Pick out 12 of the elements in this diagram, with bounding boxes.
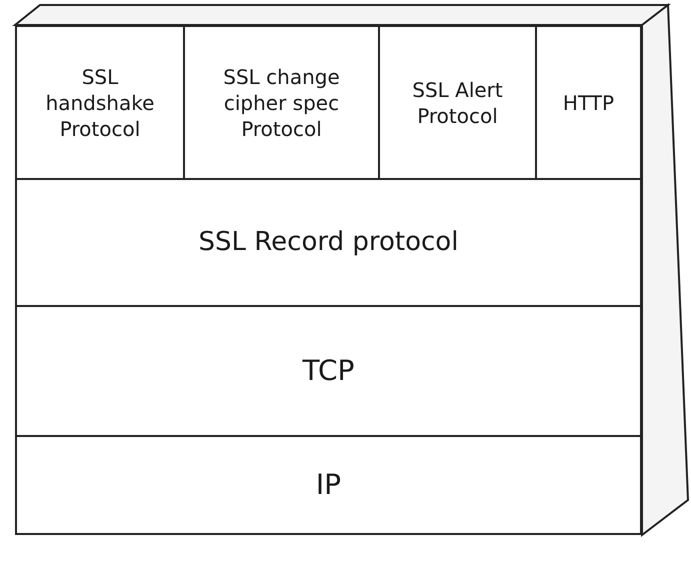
layer-label: IP	[316, 466, 342, 503]
layer-label: SSL Alert Protocol	[411, 76, 504, 128]
layer-label: SSL Record protocol	[198, 226, 458, 259]
protocol-layer-box	[15, 305, 642, 437]
layer-label: TCP	[302, 352, 354, 389]
protocol-layer-box	[15, 178, 642, 307]
layer-label: SSL change cipher spec Protocol	[222, 64, 341, 142]
layer-label: HTTP	[562, 90, 614, 116]
layer-label: SSL handshake Protocol	[44, 64, 156, 142]
protocol-layer-box	[15, 435, 642, 535]
protocol-layer-box	[15, 25, 185, 180]
protocol-layer-box	[535, 25, 642, 180]
